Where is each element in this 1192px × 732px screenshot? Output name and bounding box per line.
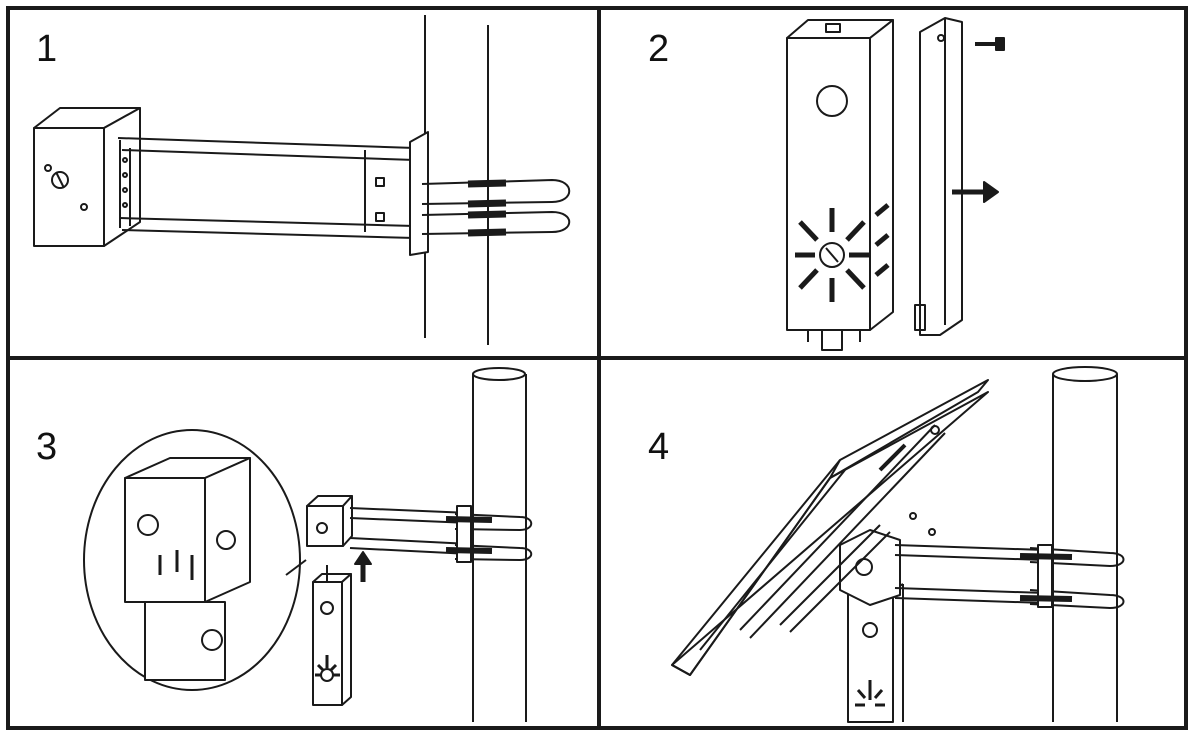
step-number-4: 4: [648, 426, 670, 468]
step-number-3: 3: [36, 426, 58, 468]
panel-1-illustration: [33, 15, 571, 345]
step-number-2: 2: [648, 28, 670, 70]
panel-2-illustration: [786, 17, 1005, 351]
panel-3-illustration: [83, 367, 533, 722]
step-number-1: 1: [36, 28, 58, 70]
panel-grid: [6, 6, 1188, 730]
panel-4-illustration: [671, 366, 1125, 723]
